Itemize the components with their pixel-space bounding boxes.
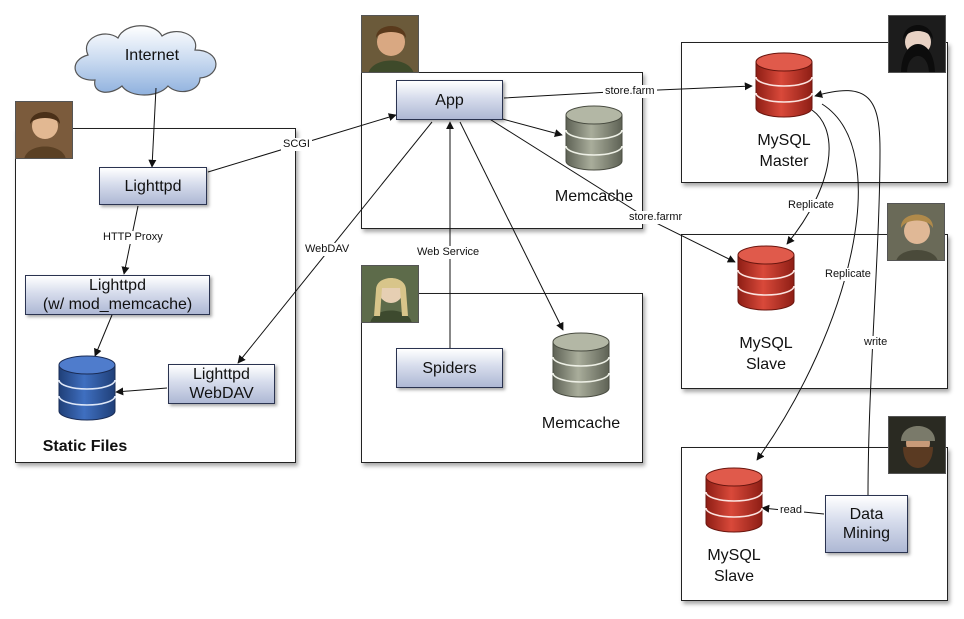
edge-label-store-farmr: store.farmr [627,211,685,224]
edge-label-read: read [778,504,805,517]
edge-write [814,90,881,497]
edge-label-replicate: Replicate [786,199,836,212]
edge-replicate-2 [756,103,859,461]
lighttpd-node[interactable]: Lighttpd [99,167,207,205]
edge-label-replicate: Replicate [823,268,873,281]
lighttpd-webdav-node[interactable]: Lighttpd WebDAV [168,364,275,404]
internet-cloud-icon [74,25,217,96]
edge-label-store-farm: store.farm [603,85,657,98]
mysql-slave-db-icon [705,467,763,533]
mysql-slave-db-icon [737,245,795,311]
static-files-db-icon [58,355,116,421]
mysql-slave-label: MySQL Slave [739,335,793,373]
edge-internet-lighttpd [148,87,157,168]
lighttpd-memcache-node[interactable]: Lighttpd (w/ mod_memcache) [25,275,210,315]
mysql-master-label: MySQL Master [757,132,811,170]
person-avatar-icon [888,15,946,73]
edge-label-write: write [862,336,890,349]
memcache-db-icon [552,332,610,398]
memcache-label: Memcache [554,188,634,205]
person-avatar-icon [888,416,946,474]
mysql-master-db-icon [755,52,813,118]
memcache-label: Memcache [541,415,621,432]
edge-app-memcache2 [459,121,564,331]
person-avatar-icon [361,265,419,323]
mysql-slave-label: MySQL Slave [707,547,761,585]
spiders-node[interactable]: Spiders [396,348,503,388]
edge-webdav [237,121,433,364]
edge-label-web-service: Web Service [415,246,482,259]
edge-replicate-1 [786,109,830,245]
internet-label: Internet [124,47,180,64]
edge-label-http-proxy: HTTP Proxy [101,231,165,244]
edge-memcache-static [94,314,113,357]
app-node[interactable]: App [396,80,503,120]
edge-label-webdav: WebDAV [303,243,352,256]
person-avatar-icon [887,203,945,261]
person-avatar-icon [15,101,73,159]
edge-webdav-static [115,387,168,396]
memcache-db-icon [565,105,623,171]
person-avatar-icon [361,15,419,73]
data-mining-node[interactable]: Data Mining [825,495,908,553]
edge-label-scgi: SCGI [281,138,312,151]
static-files-label: Static Files [42,438,128,455]
